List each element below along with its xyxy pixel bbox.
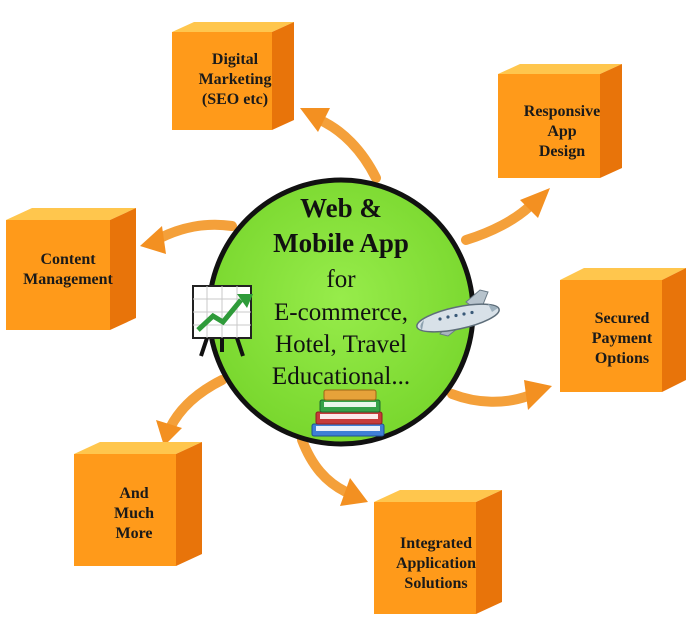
box-content-management: Content Management [6, 208, 136, 330]
box-label-line: (SEO etc) [202, 91, 268, 108]
arrow-head [156, 420, 182, 446]
hub-text-line: Hotel, Travel [275, 331, 407, 358]
books-icon [311, 389, 385, 437]
arrow-head [340, 478, 368, 506]
arrow-to-responsive-app [461, 201, 535, 245]
arrow-head [524, 380, 552, 410]
box-label-line: Management [23, 271, 113, 288]
hub-text-line: for [326, 266, 356, 293]
box-label-line: Options [595, 350, 649, 367]
arrow-to-and-much-more [165, 375, 227, 433]
box-label-line: App [547, 123, 576, 140]
hub-text-line: Educational... [272, 363, 410, 390]
arrow-to-integrated-solutions [297, 435, 351, 497]
arrow-to-content-management [155, 219, 237, 243]
box-label-line: Design [539, 143, 585, 160]
growth-chart-icon [192, 285, 253, 357]
arrow-head [520, 188, 550, 218]
hub-title-line: Mobile App [273, 228, 409, 258]
box-label-line: More [115, 525, 152, 542]
central-hub: Web & Mobile App for E-commerce, Hotel, … [206, 177, 476, 447]
box-label-line: Integrated [400, 535, 472, 552]
box-digital-marketing: Digital Marketing (SEO etc) [172, 22, 294, 130]
box-secured-payment: Secured Payment Options [560, 268, 686, 392]
connector-arrows [140, 108, 552, 506]
box-label-line: Much [114, 505, 154, 522]
arrow-head [140, 226, 166, 254]
box-label-line: Responsive [524, 103, 600, 120]
box-and-much-more: And Much More [74, 442, 202, 566]
box-label-line: Marketing [199, 71, 272, 88]
box-label-line: And [119, 485, 148, 502]
arrow-head [300, 108, 330, 132]
box-label-line: Content [40, 251, 96, 268]
box-label-line: Digital [212, 51, 259, 68]
box-integrated-solutions: Integrated Application Solutions [374, 490, 502, 614]
hub-text-line: E-commerce, [274, 299, 408, 326]
airplane-icon [416, 289, 500, 337]
box-responsive-app: Responsive App Design [498, 64, 622, 178]
box-label-line: Application [396, 555, 476, 572]
hub-title-line: Web & [300, 193, 382, 223]
arrow-to-digital-marketing [315, 115, 381, 183]
box-label-line: Solutions [404, 575, 467, 592]
box-label-line: Secured [595, 310, 650, 327]
arrow-to-secured-payment [447, 389, 533, 407]
box-label-line: Payment [592, 330, 653, 347]
